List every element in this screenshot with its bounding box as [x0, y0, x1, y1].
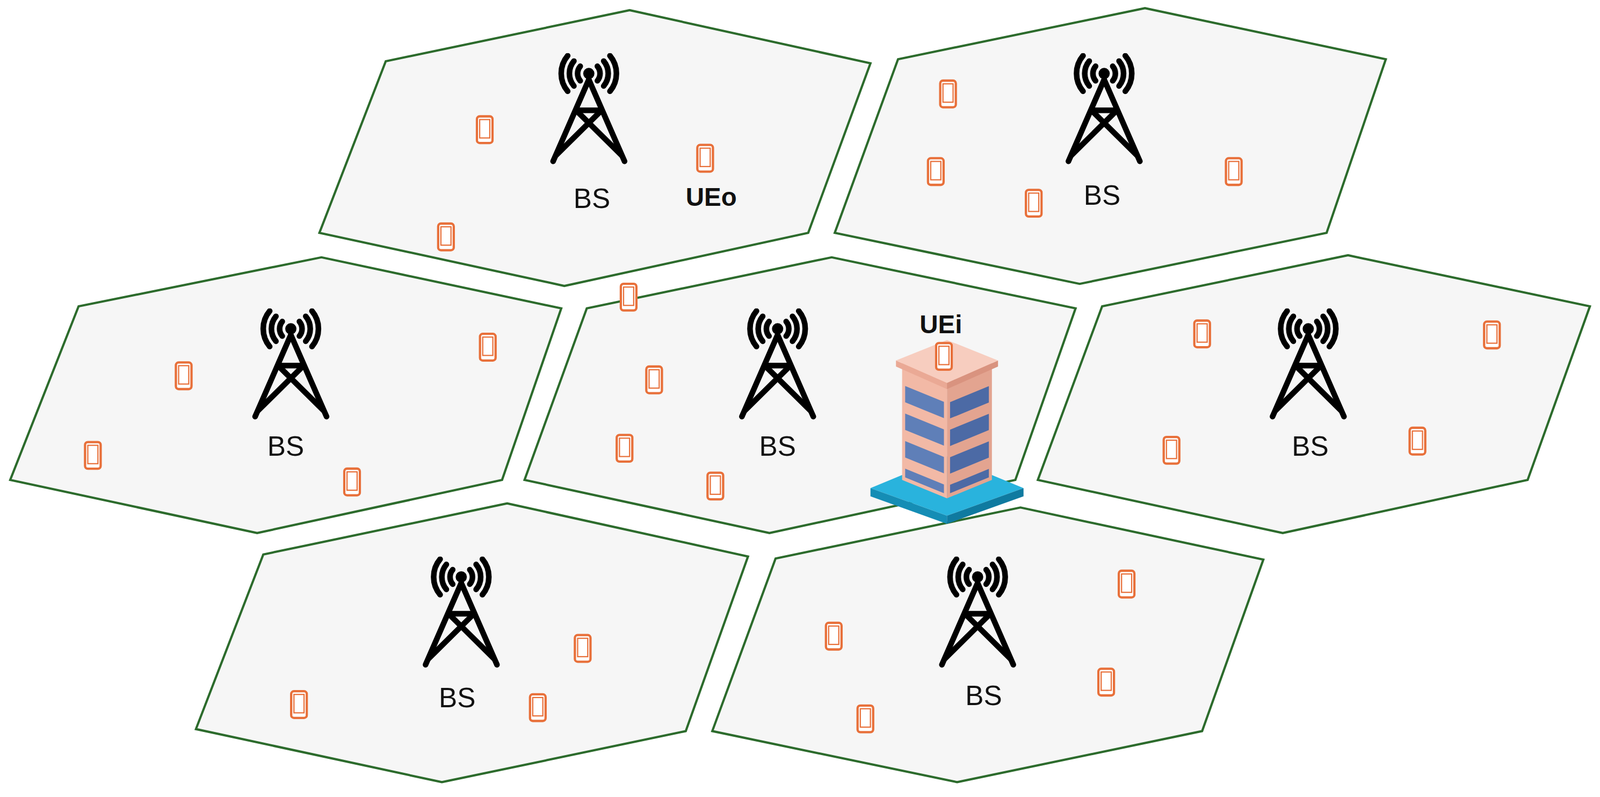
station-label: BS — [438, 684, 476, 712]
phone-icon — [1098, 668, 1114, 695]
building-platform — [870, 487, 948, 524]
hexagon-shape — [834, 8, 1386, 284]
building-window — [905, 413, 944, 446]
station-label: BS — [1291, 433, 1329, 461]
hexagon-outline — [196, 503, 749, 783]
phone-icon — [620, 283, 637, 311]
phone-icon — [1483, 321, 1500, 349]
building-roof — [946, 360, 998, 389]
phone-icon — [697, 145, 713, 172]
phone-icon — [1194, 320, 1211, 348]
ue-label: UEi — [919, 311, 962, 338]
phone-icon — [928, 157, 944, 185]
building-window — [905, 385, 944, 418]
station-label: BS — [1083, 182, 1121, 210]
hexagon-outline — [834, 8, 1386, 284]
phone-icon — [476, 116, 493, 144]
phone-icon — [438, 223, 454, 251]
phone-icon — [940, 80, 957, 108]
building-window — [950, 468, 989, 493]
hexagon-shape — [196, 503, 749, 783]
phone-icon — [616, 434, 633, 462]
phone-icon — [84, 442, 101, 469]
tower-icon — [255, 310, 327, 417]
cell-hexagon: BS — [524, 257, 1076, 533]
building-platform — [870, 455, 1024, 516]
phone-icon — [480, 333, 496, 361]
building-window — [950, 386, 989, 419]
phone-icon — [1118, 570, 1135, 598]
hexagon-shape — [524, 257, 1076, 533]
phone-icon — [1226, 157, 1242, 185]
cell-hexagon: BS — [319, 10, 871, 286]
tower-icon — [1068, 55, 1140, 162]
cell-hexagon: BS — [10, 257, 562, 533]
tower-icon — [942, 558, 1014, 664]
tower-icon — [425, 558, 497, 664]
building-window — [950, 440, 989, 474]
phone-icon — [530, 693, 546, 721]
building-wall — [946, 362, 993, 499]
phone-icon — [936, 342, 952, 370]
ue-label: UEo — [685, 184, 737, 211]
building-platform — [946, 487, 1024, 524]
cell-hexagon: BS — [834, 8, 1386, 284]
hexagon-outline — [10, 257, 562, 533]
phone-icon — [291, 690, 307, 718]
hexagon-outline — [1037, 255, 1590, 533]
station-label: BS — [759, 433, 796, 461]
phone-icon — [1409, 427, 1426, 455]
phone-icon — [857, 705, 874, 733]
station-label: BS — [573, 185, 611, 213]
building-window — [905, 440, 944, 474]
phone-icon — [344, 468, 360, 496]
phone-icon — [175, 362, 192, 389]
station-label: BS — [267, 433, 304, 461]
phone-icon — [646, 366, 662, 394]
tower-icon — [1272, 310, 1344, 417]
building-window — [950, 413, 989, 446]
phone-icon — [707, 472, 723, 500]
cell-hexagon: BS — [1037, 255, 1590, 533]
building-roof — [895, 360, 947, 389]
building — [870, 339, 1024, 524]
hexagon-outline — [712, 507, 1264, 782]
tower-icon — [553, 55, 625, 162]
phone-icon — [1025, 189, 1042, 217]
cell-hexagon: BS — [196, 503, 749, 783]
hexagon-shape — [10, 257, 562, 533]
building-window — [905, 468, 944, 494]
phone-icon — [574, 634, 591, 662]
hexagon-outline — [319, 10, 871, 286]
hexagon-shape — [712, 507, 1264, 782]
cell-hexagon: BS — [712, 507, 1264, 782]
station-label: BS — [965, 682, 1002, 710]
building-roof — [895, 339, 998, 383]
building-wall — [902, 362, 948, 499]
tower-icon — [741, 310, 814, 417]
phone-icon — [826, 622, 842, 650]
hexagon-outline — [524, 257, 1076, 533]
hexagon-shape — [1037, 255, 1590, 533]
hexagon-shape — [319, 10, 871, 286]
phone-icon — [1163, 436, 1180, 464]
